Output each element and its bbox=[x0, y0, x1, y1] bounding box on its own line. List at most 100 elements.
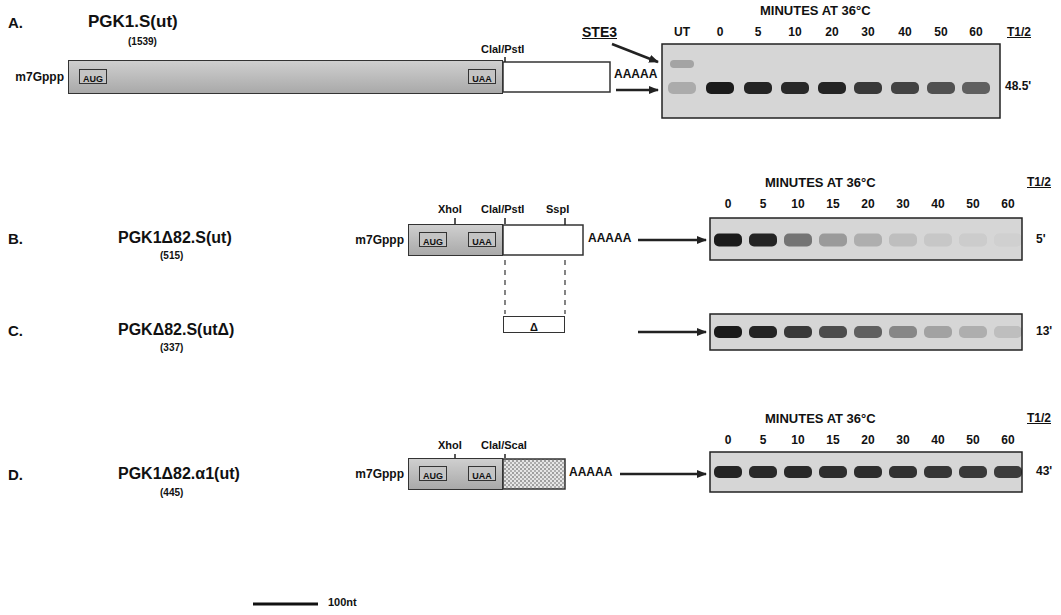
panel-letter: C. bbox=[8, 322, 23, 339]
gel-band bbox=[959, 466, 987, 478]
time-point: 5 bbox=[755, 26, 762, 40]
time-point: 50 bbox=[966, 434, 979, 448]
gel-band bbox=[927, 82, 955, 94]
half-life-value: 48.5' bbox=[1005, 80, 1031, 94]
utr-box bbox=[503, 225, 583, 255]
site-tick bbox=[504, 218, 506, 224]
deletion-guide bbox=[504, 260, 505, 314]
time-point: 0 bbox=[725, 198, 732, 212]
gel-band bbox=[670, 60, 694, 68]
box-text: AUG bbox=[423, 471, 443, 482]
gel-band bbox=[994, 234, 1022, 247]
poly-a-tail: AAAAA bbox=[614, 68, 657, 82]
gel-band bbox=[889, 234, 917, 247]
scale-bar bbox=[253, 603, 318, 606]
gel-band bbox=[891, 82, 919, 94]
site-tick bbox=[504, 454, 506, 458]
gel-images bbox=[662, 44, 1022, 492]
restriction-site: SspI bbox=[546, 203, 569, 216]
gel-frame bbox=[710, 314, 1022, 350]
construct-name: PGKΔ82.S(utΔ) bbox=[118, 321, 234, 339]
time-point: 0 bbox=[717, 26, 724, 40]
restriction-site: ClaI/PstI bbox=[481, 43, 524, 56]
codon-box: UAA bbox=[468, 69, 496, 84]
coding-region-box: m7GpppAUGUAA bbox=[68, 60, 503, 94]
gel-band bbox=[706, 82, 734, 94]
time-point: 30 bbox=[896, 198, 909, 212]
gel-band bbox=[924, 326, 952, 338]
length-note: (1539) bbox=[128, 36, 157, 48]
time-point: 10 bbox=[791, 434, 804, 448]
time-point: 20 bbox=[825, 26, 838, 40]
construct-name: PGK1Δ82.S(ut) bbox=[118, 229, 232, 247]
gel-band bbox=[819, 326, 847, 338]
codon-box: AUG bbox=[79, 69, 107, 84]
restriction-site: ClaI/PstI bbox=[481, 203, 524, 216]
time-point: 15 bbox=[826, 198, 839, 212]
time-point: 15 bbox=[826, 434, 839, 448]
time-axis-title: MINUTES AT 36°C bbox=[760, 4, 871, 19]
band-arrow bbox=[616, 89, 658, 92]
restriction-site: ClaI/ScaI bbox=[481, 439, 527, 452]
time-point: 30 bbox=[896, 434, 909, 448]
length-note: (337) bbox=[160, 342, 183, 354]
half-life-header: T1/2 bbox=[1027, 412, 1051, 426]
gel-band bbox=[818, 82, 846, 94]
coding-region-box: m7GpppAUGUAA bbox=[408, 224, 503, 256]
time-axis-title: MINUTES AT 36°C bbox=[765, 412, 876, 427]
time-point: 50 bbox=[934, 26, 947, 40]
construct-name: PGK1Δ82.α1(ut) bbox=[118, 465, 240, 483]
gel-band bbox=[959, 326, 987, 338]
gel-band bbox=[714, 466, 742, 478]
codon-box: UAA bbox=[468, 466, 496, 481]
box-text: UAA bbox=[472, 471, 492, 482]
half-life-header: T1/2 bbox=[1007, 26, 1031, 40]
construct-name: PGK1.S(ut) bbox=[88, 12, 178, 32]
time-point: 10 bbox=[788, 26, 801, 40]
gel-band bbox=[959, 234, 987, 247]
gel-frame bbox=[662, 44, 1000, 118]
deletion-guide bbox=[564, 260, 565, 314]
restriction-site: XhoI bbox=[438, 203, 462, 216]
time-point: 40 bbox=[931, 434, 944, 448]
coding-region-box: m7GpppAUGUAA bbox=[408, 458, 503, 490]
time-point: 40 bbox=[931, 198, 944, 212]
time-point: 60 bbox=[1001, 198, 1014, 212]
codon-box: AUG bbox=[419, 466, 447, 481]
gel-band bbox=[819, 234, 847, 247]
poly-a-tail: AAAAA bbox=[588, 232, 631, 246]
deletion-box: Δ bbox=[503, 316, 565, 333]
time-point: 5 bbox=[760, 434, 767, 448]
panel-letter: A. bbox=[8, 14, 23, 31]
gel-band bbox=[854, 466, 882, 478]
codon-box: AUG bbox=[419, 232, 447, 247]
gel-band bbox=[749, 234, 777, 247]
half-life-header: T1/2 bbox=[1027, 176, 1051, 190]
time-point: 60 bbox=[969, 26, 982, 40]
gel-band bbox=[994, 326, 1022, 338]
poly-a-tail: AAAAA bbox=[569, 466, 612, 480]
gel-band bbox=[962, 82, 990, 94]
time-point: 60 bbox=[1001, 434, 1014, 448]
gel-band bbox=[889, 326, 917, 338]
half-life-value: 5' bbox=[1036, 233, 1046, 247]
band-arrow bbox=[638, 239, 706, 242]
box-text: AUG bbox=[83, 74, 103, 85]
gel-band bbox=[714, 326, 742, 338]
gel-band bbox=[924, 466, 952, 478]
gel-band bbox=[889, 466, 917, 478]
gel-band bbox=[819, 466, 847, 478]
box-text: UAA bbox=[472, 237, 492, 248]
gel-band bbox=[749, 466, 777, 478]
time-axis-title: MINUTES AT 36°C bbox=[765, 176, 876, 191]
time-point: 20 bbox=[861, 198, 874, 212]
gel-band bbox=[781, 82, 809, 94]
site-tick bbox=[504, 57, 506, 62]
half-life-value: 13' bbox=[1036, 325, 1052, 339]
gel-band bbox=[749, 326, 777, 338]
time-point: 30 bbox=[861, 26, 874, 40]
gel-band bbox=[784, 234, 812, 247]
gel-band bbox=[994, 466, 1022, 478]
gel-band bbox=[714, 234, 742, 247]
gel-band bbox=[784, 326, 812, 338]
